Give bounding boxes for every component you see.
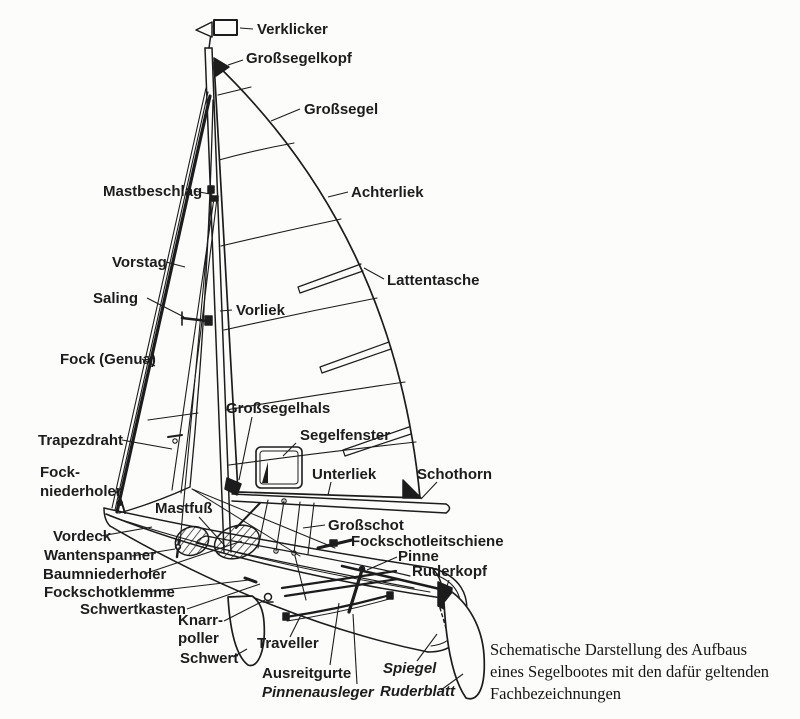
label-spiegel: Spiegel	[383, 660, 437, 677]
label-segelfenster: Segelfenster	[300, 427, 390, 444]
shroud	[179, 191, 213, 544]
headboard	[213, 57, 230, 77]
label-wantenspanner: Wantenspanner	[44, 547, 156, 564]
tiller	[340, 564, 446, 614]
wind-indicator-icon	[195, 19, 238, 49]
label-traveller: Traveller	[257, 635, 319, 652]
label-verklicker: Verklicker	[257, 21, 328, 38]
label-grossschot: Großschot	[328, 517, 404, 534]
label-ausreitgurte: Ausreitgurte	[262, 665, 351, 682]
label-fockschotleitschiene: Fockschotleitschiene	[351, 533, 504, 550]
label-knarrpoller-1: Knarr-	[178, 612, 223, 629]
label-fock-genua: Fock (Genua)	[60, 351, 156, 368]
label-trapezdraht: Trapezdraht	[38, 432, 123, 449]
label-ruderblatt: Ruderblatt	[380, 683, 456, 700]
label-saling: Saling	[93, 290, 138, 307]
jib-sheets	[191, 488, 336, 557]
caption: Schematische Darstellung des Aufbaus ein…	[490, 640, 769, 703]
label-fockschotklemme: Fockschotklemme	[44, 584, 175, 601]
label-grosssegelhals: Großsegelhals	[226, 400, 330, 417]
sail-seams	[217, 86, 417, 466]
caption-line-1: Schematische Darstellung des Aufbaus	[490, 640, 747, 659]
label-ruderkopf: Ruderkopf	[412, 563, 488, 580]
labels: Verklicker Großsegelkopf Großsegel Mastb…	[38, 21, 504, 701]
label-schothorn: Schothorn	[417, 466, 492, 483]
label-unterliek: Unterliek	[312, 466, 377, 483]
leader-lines	[100, 27, 464, 691]
ratchet-bollard	[262, 592, 274, 603]
caption-line-3: Fachbezeichnungen	[490, 684, 621, 703]
deck-hatched-areas	[174, 524, 261, 560]
forestay	[111, 87, 209, 511]
mast-fitting	[207, 185, 219, 202]
label-vordeck: Vordeck	[53, 528, 112, 545]
rudder-blade	[443, 591, 486, 700]
gooseneck-fitting	[224, 477, 242, 496]
label-fockniederholer-2: niederholer	[40, 483, 122, 500]
mainsail	[213, 57, 422, 499]
label-pinnenausleger: Pinnenausleger	[262, 684, 375, 701]
label-mastbeschlag: Mastbeschlag	[103, 183, 202, 200]
label-baumniederholer: Baumniederholer	[43, 566, 167, 583]
label-vorliek: Vorliek	[236, 302, 286, 319]
label-pinne: Pinne	[398, 548, 439, 565]
label-grosssegel: Großsegel	[304, 101, 378, 118]
label-grosssegelkopf: Großsegelkopf	[246, 50, 353, 67]
caption-line-2: eines Segelbootes mit den dafür geltende…	[490, 662, 769, 681]
label-achterliek: Achterliek	[351, 184, 424, 201]
clew-patch	[402, 479, 422, 499]
label-fockniederholer-1: Fock-	[40, 464, 80, 481]
label-vorstag: Vorstag	[112, 254, 167, 271]
sail-window	[255, 446, 303, 489]
label-mastfuss: Mastfuß	[155, 500, 213, 517]
label-schwertkasten: Schwertkasten	[80, 601, 186, 618]
batten-pockets	[297, 263, 412, 457]
boat-drawing	[103, 19, 486, 700]
trapeze-wires	[167, 197, 218, 494]
jib-sheet-cleat	[243, 576, 258, 584]
label-lattentasche: Lattentasche	[387, 272, 480, 289]
spreader	[180, 311, 213, 326]
label-knarrpoller-2: poller	[178, 630, 219, 647]
boom-vang	[235, 502, 261, 529]
traveller-bar	[282, 591, 394, 622]
label-schwert: Schwert	[180, 650, 238, 667]
